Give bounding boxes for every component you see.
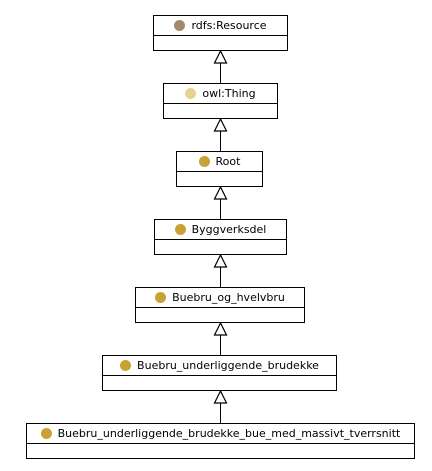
class-node-buebru-underliggende-brudekke-bue-med-massivt-tverrsnitt[interactable]: Buebru_underliggende_brudekke_bue_med_ma… — [26, 423, 415, 459]
class-node-root[interactable]: Root — [176, 151, 263, 187]
class-node-header: Root — [177, 152, 262, 172]
class-node-buebru-underliggende-brudekke[interactable]: Buebru_underliggende_brudekke — [102, 355, 337, 391]
subclass-arrowhead — [213, 253, 228, 268]
class-node-owl-thing[interactable]: owl:Thing — [163, 83, 278, 119]
class-icon — [174, 224, 186, 235]
resource-icon — [174, 20, 186, 31]
subclass-arrowhead — [213, 389, 228, 404]
class-node-label: Buebru_underliggende_brudekke_bue_med_ma… — [57, 427, 401, 440]
class-node-rdfs-resource[interactable]: rdfs:Resource — [153, 15, 288, 51]
class-icon — [198, 156, 210, 167]
class-icon — [40, 428, 52, 439]
subclass-arrowhead — [213, 321, 228, 336]
subclass-arrowhead — [213, 49, 228, 64]
class-node-header: Buebru_og_hvelvbru — [136, 288, 304, 308]
class-node-header: rdfs:Resource — [154, 16, 287, 36]
class-node-label: owl:Thing — [202, 87, 256, 100]
class-node-label: Buebru_og_hvelvbru — [172, 291, 285, 304]
class-icon — [120, 360, 132, 371]
class-node-label: Buebru_underliggende_brudekke — [137, 359, 319, 372]
class-node-header: Buebru_underliggende_brudekke — [103, 356, 336, 376]
subclass-arrowhead — [213, 185, 228, 200]
subclass-arrowhead — [213, 117, 228, 132]
class-node-header: owl:Thing — [164, 84, 277, 104]
class-node-header: Byggverksdel — [155, 220, 286, 240]
class-node-label: rdfs:Resource — [191, 19, 267, 32]
class-node-byggverksdel[interactable]: Byggverksdel — [154, 219, 287, 255]
class-node-buebru-og-hvelvbru[interactable]: Buebru_og_hvelvbru — [135, 287, 305, 323]
class-node-header: Buebru_underliggende_brudekke_bue_med_ma… — [27, 424, 414, 444]
thing-icon — [185, 88, 197, 99]
class-node-label: Byggverksdel — [191, 223, 267, 236]
class-icon — [155, 292, 167, 303]
class-node-label: Root — [215, 155, 241, 168]
